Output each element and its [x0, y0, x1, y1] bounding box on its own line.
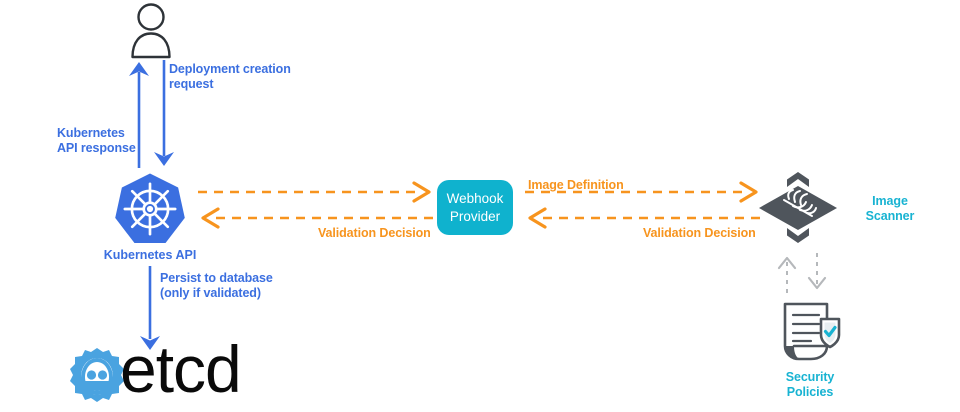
- deployment-creation-request-label: Deployment creation request: [169, 62, 291, 91]
- etcd-wordmark: etcd: [120, 332, 242, 406]
- scanner-to-webhook-arrow: [525, 207, 761, 229]
- kubernetes-api-response-label: Kubernetes API response: [57, 126, 136, 155]
- k8s-to-webhook-arrow: [198, 181, 434, 203]
- security-policies-icon: [775, 301, 845, 365]
- webhook-to-scanner-arrow: [525, 181, 761, 203]
- persist-to-database-arrow: [137, 266, 163, 352]
- user-icon: [125, 2, 177, 59]
- kubernetes-api-response-arrow: [127, 60, 151, 168]
- image-scanner-icon: [757, 172, 839, 244]
- image-definition-label: Image Definition: [528, 178, 624, 192]
- policies-up-arrow: [776, 253, 798, 293]
- webhook-provider-label: Webhook Provider: [446, 190, 504, 224]
- persist-to-database-label: Persist to database (only if validated): [160, 271, 273, 300]
- image-scanner-label: Image Scanner: [865, 194, 915, 223]
- validation-decision-left-label: Validation Decision: [318, 226, 431, 240]
- validation-decision-right-label: Validation Decision: [643, 226, 756, 240]
- webhook-to-k8s-arrow: [198, 207, 434, 229]
- policies-down-arrow: [806, 253, 828, 293]
- deployment-creation-request-arrow: [152, 60, 176, 168]
- webhook-provider-box[interactable]: Webhook Provider: [437, 180, 513, 235]
- etcd-gear-icon: [68, 345, 126, 403]
- kubernetes-logo-icon: [113, 172, 187, 246]
- kubernetes-api-label: Kubernetes API: [103, 248, 197, 262]
- security-policies-label: Security Policies: [785, 370, 835, 399]
